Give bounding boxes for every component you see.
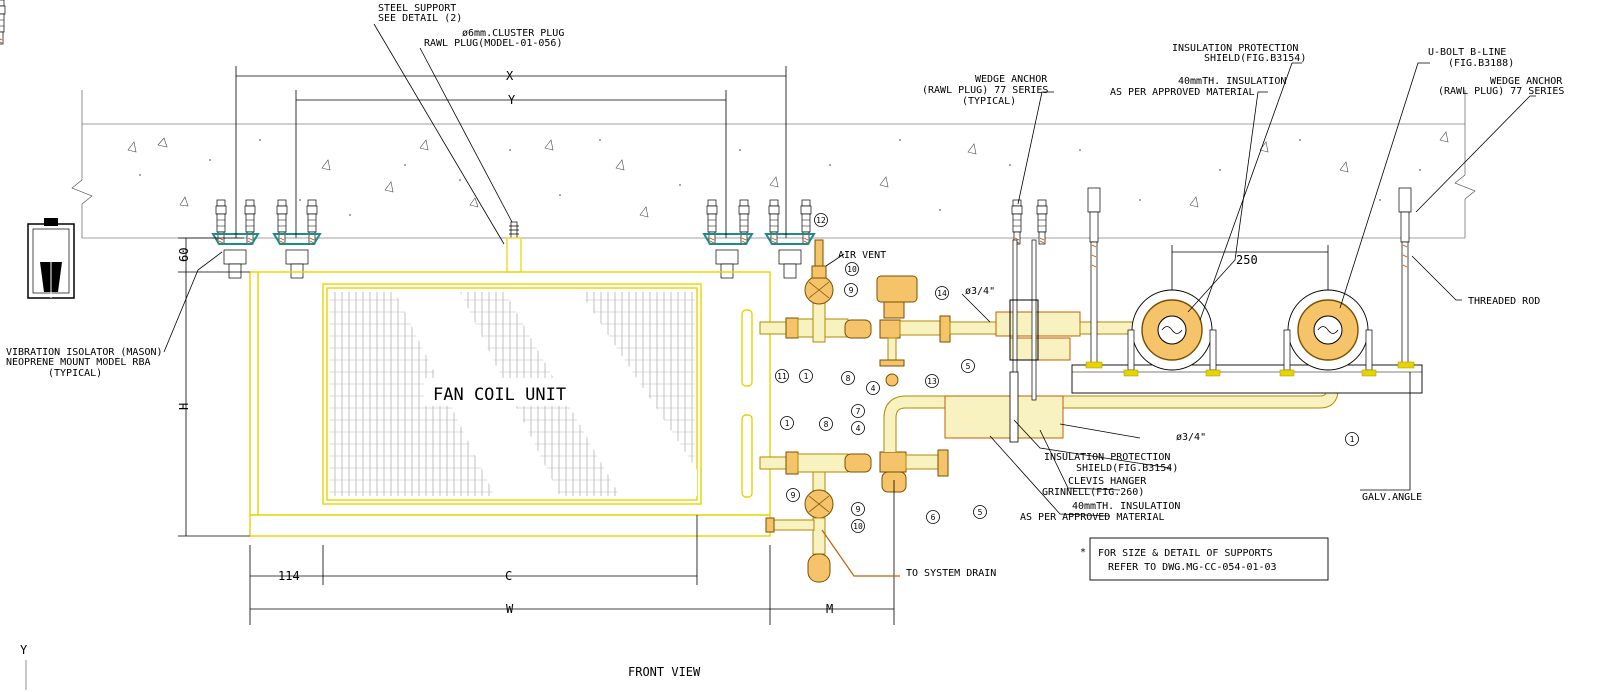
svg-text:4: 4 — [871, 384, 876, 393]
svg-text:RAWL PLUG(MODEL-01-056): RAWL PLUG(MODEL-01-056) — [424, 38, 562, 49]
svg-text:8: 8 — [824, 420, 829, 429]
svg-text:THREADED ROD: THREADED ROD — [1468, 296, 1540, 307]
svg-text:(RAWL PLUG) 77 SERIES: (RAWL PLUG) 77 SERIES — [1438, 86, 1564, 97]
svg-text:4: 4 — [856, 424, 861, 433]
svg-text:(TYPICAL): (TYPICAL) — [48, 368, 102, 379]
svg-text:8: 8 — [846, 374, 851, 383]
callout-balloons — [775, 213, 1359, 533]
dim-m: M — [826, 602, 833, 616]
ucs-axis: Y — [20, 643, 28, 690]
svg-text:1: 1 — [1350, 435, 1355, 444]
svg-text:5: 5 — [966, 362, 971, 371]
svg-text:10: 10 — [847, 265, 857, 274]
svg-text:TO SYSTEM DRAIN: TO SYSTEM DRAIN — [906, 568, 996, 579]
dim-c: C — [505, 569, 512, 583]
svg-text:12: 12 — [816, 216, 826, 225]
svg-text:11: 11 — [777, 372, 787, 381]
dim-x: X — [506, 69, 514, 83]
svg-text:GALV.ANGLE: GALV.ANGLE — [1362, 492, 1422, 503]
svg-text:AS PER APPROVED MATERIAL: AS PER APPROVED MATERIAL — [1110, 87, 1255, 98]
svg-text:6: 6 — [931, 513, 936, 522]
svg-text:40mmTH. INSULATION: 40mmTH. INSULATION — [1072, 501, 1180, 512]
dim-w: W — [506, 602, 514, 616]
svg-text:14: 14 — [937, 289, 947, 298]
svg-text:1: 1 — [785, 419, 790, 428]
svg-text:STEEL SUPPORT: STEEL SUPPORT — [378, 3, 456, 14]
dimension-lines — [178, 66, 1329, 625]
svg-text:AIR VENT: AIR VENT — [838, 250, 886, 261]
svg-text:VIBRATION ISOLATOR (MASON): VIBRATION ISOLATOR (MASON) — [6, 347, 163, 358]
svg-text:AS PER APPROVED MATERIAL: AS PER APPROVED MATERIAL — [1020, 512, 1165, 523]
callout-numbers: 12 10 9 14 5 11 1 8 13 4 7 4 1 8 9 9 10 … — [777, 216, 1354, 531]
dim-114: 114 — [278, 569, 300, 583]
note-line-2: REFER TO DWG.MG-CC-054-01-03 — [1108, 562, 1277, 573]
svg-text:9: 9 — [849, 286, 854, 295]
fan-coil-unit-label: FAN COIL UNIT — [433, 385, 566, 405]
svg-text:10: 10 — [853, 522, 863, 531]
dimension-text: X Y 60 H 114 C W M 250 — [177, 69, 1258, 616]
svg-text:ø3/4": ø3/4" — [965, 286, 995, 297]
dim-y: Y — [508, 93, 516, 107]
svg-text:INSULATION PROTECTION: INSULATION PROTECTION — [1172, 43, 1298, 54]
dim-250: 250 — [1236, 253, 1258, 267]
annotations: STEEL SUPPORT SEE DETAIL (2) ø6mm.CLUSTE… — [6, 3, 1564, 579]
dim-h: H — [177, 403, 191, 410]
svg-text:(FIG.B3188): (FIG.B3188) — [1448, 58, 1514, 69]
svg-text:WEDGE ANCHOR: WEDGE ANCHOR — [975, 74, 1048, 85]
svg-text:SEE DETAIL (2): SEE DETAIL (2) — [378, 13, 462, 24]
svg-text:SHIELD(FIG.B3154): SHIELD(FIG.B3154) — [1076, 463, 1178, 474]
dim-60: 60 — [177, 248, 191, 262]
svg-text:ø3/4": ø3/4" — [1176, 432, 1206, 443]
svg-text:1: 1 — [804, 372, 809, 381]
svg-text:ø6mm.CLUSTER PLUG: ø6mm.CLUSTER PLUG — [462, 28, 564, 39]
svg-text:NEOPRENE MOUNT MODEL RBA: NEOPRENE MOUNT MODEL RBA — [6, 357, 151, 368]
section-detail-icon — [27, 218, 75, 299]
fan-coil-unit: FAN COIL UNIT — [249, 271, 771, 537]
svg-text:9: 9 — [856, 505, 861, 514]
svg-text:9: 9 — [791, 491, 796, 500]
note-line-1: FOR SIZE & DETAIL OF SUPPORTS — [1098, 548, 1273, 559]
leader-lines — [163, 23, 1536, 577]
svg-text:INSULATION PROTECTION: INSULATION PROTECTION — [1044, 452, 1170, 463]
piping-assembly — [759, 239, 1339, 583]
note-star: * — [1080, 547, 1086, 558]
svg-text:(RAWL PLUG) 77 SERIES: (RAWL PLUG) 77 SERIES — [922, 85, 1048, 96]
svg-text:5: 5 — [978, 508, 983, 517]
svg-text:40mmTH. INSULATION: 40mmTH. INSULATION — [1178, 76, 1286, 87]
view-title: FRONT VIEW — [628, 665, 701, 679]
pipe-supports — [1009, 187, 1423, 443]
svg-text:SHIELD(FIG.B3154): SHIELD(FIG.B3154) — [1204, 53, 1306, 64]
svg-text:(TYPICAL): (TYPICAL) — [962, 96, 1016, 107]
svg-text:Y: Y — [20, 643, 28, 657]
svg-text:CLEVIS HANGER: CLEVIS HANGER — [1068, 476, 1147, 487]
support-note-box: * FOR SIZE & DETAIL OF SUPPORTS REFER TO… — [1080, 537, 1329, 581]
svg-text:7: 7 — [856, 407, 861, 416]
svg-text:GRINNELL(FIG.260): GRINNELL(FIG.260) — [1042, 487, 1144, 498]
svg-text:WEDGE ANCHOR: WEDGE ANCHOR — [1490, 76, 1563, 87]
svg-text:13: 13 — [927, 377, 937, 386]
svg-text:U-BOLT B-LINE: U-BOLT B-LINE — [1428, 47, 1506, 58]
